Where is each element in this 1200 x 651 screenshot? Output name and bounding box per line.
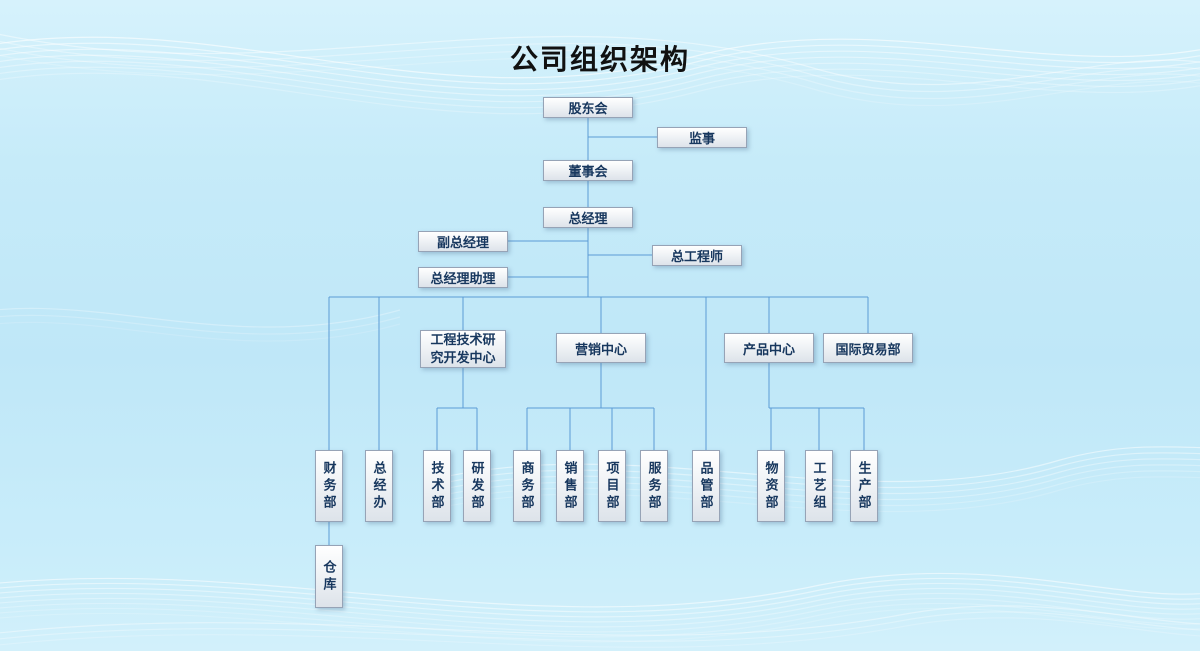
org-connector-path bbox=[328, 117, 869, 545]
node-materials-dept: 物资部 bbox=[757, 450, 785, 522]
node-board-of-directors: 董事会 bbox=[543, 160, 633, 181]
node-process-group: 工艺组 bbox=[805, 450, 833, 522]
node-sales-dept: 销售部 bbox=[556, 450, 584, 522]
node-shareholders-meeting: 股东会 bbox=[543, 97, 633, 118]
node-finance-dept: 财务部 bbox=[315, 450, 343, 522]
node-general-manager: 总经理 bbox=[543, 207, 633, 228]
node-gm-office: 总经办 bbox=[365, 450, 393, 522]
node-deputy-general-manager: 副总经理 bbox=[418, 231, 508, 252]
node-chief-engineer: 总工程师 bbox=[652, 245, 742, 266]
node-international-trade-dept: 国际贸易部 bbox=[823, 333, 913, 363]
node-rd-dept: 研发部 bbox=[463, 450, 491, 522]
node-production-dept: 生产部 bbox=[850, 450, 878, 522]
node-quality-control-dept: 品管部 bbox=[692, 450, 720, 522]
node-supervisor: 监事 bbox=[657, 127, 747, 148]
chart-title: 公司组织架构 bbox=[509, 44, 690, 75]
node-technology-dept: 技术部 bbox=[423, 450, 451, 522]
node-warehouse: 仓库 bbox=[315, 545, 343, 608]
node-gm-assistant: 总经理助理 bbox=[418, 267, 508, 288]
node-project-dept: 项目部 bbox=[598, 450, 626, 522]
node-engineering-rd-center: 工程技术研究开发中心 bbox=[420, 330, 506, 368]
node-product-center: 产品中心 bbox=[724, 333, 814, 363]
node-marketing-center: 营销中心 bbox=[556, 333, 646, 363]
node-service-dept: 服务部 bbox=[640, 450, 668, 522]
node-commerce-dept: 商务部 bbox=[513, 450, 541, 522]
